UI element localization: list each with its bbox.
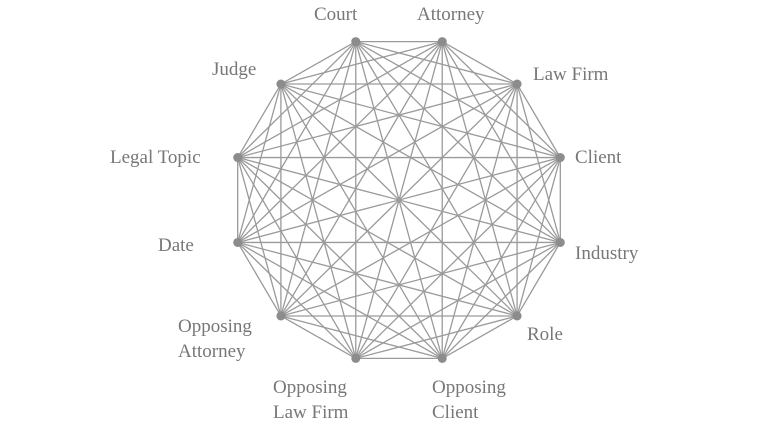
edge bbox=[237, 83, 282, 243]
node-5 bbox=[512, 311, 522, 321]
edge bbox=[355, 83, 518, 359]
node-label-opposing-law-firm: Opposing Law Firm bbox=[273, 377, 349, 423]
edge bbox=[237, 157, 282, 317]
edge bbox=[516, 83, 561, 158]
edge bbox=[237, 157, 357, 359]
node-6 bbox=[437, 353, 447, 363]
edge bbox=[237, 241, 518, 317]
node-label-client: Client bbox=[575, 147, 622, 168]
node-label-industry: Industry bbox=[575, 243, 639, 264]
node-8 bbox=[276, 311, 286, 321]
node-label-role: Role bbox=[527, 324, 563, 345]
edge bbox=[237, 83, 282, 158]
edge bbox=[280, 315, 357, 359]
edge bbox=[280, 83, 443, 359]
edge bbox=[280, 83, 561, 159]
edge bbox=[280, 315, 443, 360]
node-3 bbox=[555, 153, 565, 163]
edge bbox=[516, 242, 561, 317]
node-label-date: Date bbox=[158, 235, 194, 256]
edge bbox=[237, 156, 518, 317]
node-label-opposing-attorney: Opposing Attorney bbox=[178, 316, 252, 362]
node-label-court: Court bbox=[314, 4, 358, 25]
node-11 bbox=[276, 79, 286, 89]
node-0 bbox=[351, 37, 361, 47]
node-label-attorney: Attorney bbox=[417, 4, 485, 25]
edge bbox=[355, 315, 518, 360]
edge bbox=[280, 41, 357, 85]
node-4 bbox=[555, 237, 565, 247]
node-10 bbox=[233, 153, 243, 163]
edge bbox=[237, 242, 282, 317]
node-2 bbox=[512, 79, 522, 89]
node-label-legal-topic: Legal Topic bbox=[110, 147, 201, 168]
edge bbox=[237, 157, 443, 359]
edge bbox=[237, 83, 518, 244]
node-label-judge: Judge bbox=[212, 59, 257, 80]
edge bbox=[280, 41, 443, 317]
node-1 bbox=[437, 37, 447, 47]
edge bbox=[441, 41, 518, 85]
node-7 bbox=[351, 353, 361, 363]
edge bbox=[237, 83, 518, 159]
edge bbox=[355, 41, 518, 317]
node-label-law-firm: Law Firm bbox=[533, 64, 609, 85]
edge bbox=[280, 83, 518, 317]
edge bbox=[280, 40, 443, 85]
edge bbox=[237, 241, 357, 359]
node-9 bbox=[233, 237, 243, 247]
edge bbox=[280, 241, 561, 317]
node-label-opposing-client: Opposing Client bbox=[432, 377, 506, 423]
edge bbox=[441, 315, 518, 359]
edge bbox=[280, 83, 357, 359]
edge bbox=[280, 83, 561, 244]
edge bbox=[280, 156, 561, 317]
